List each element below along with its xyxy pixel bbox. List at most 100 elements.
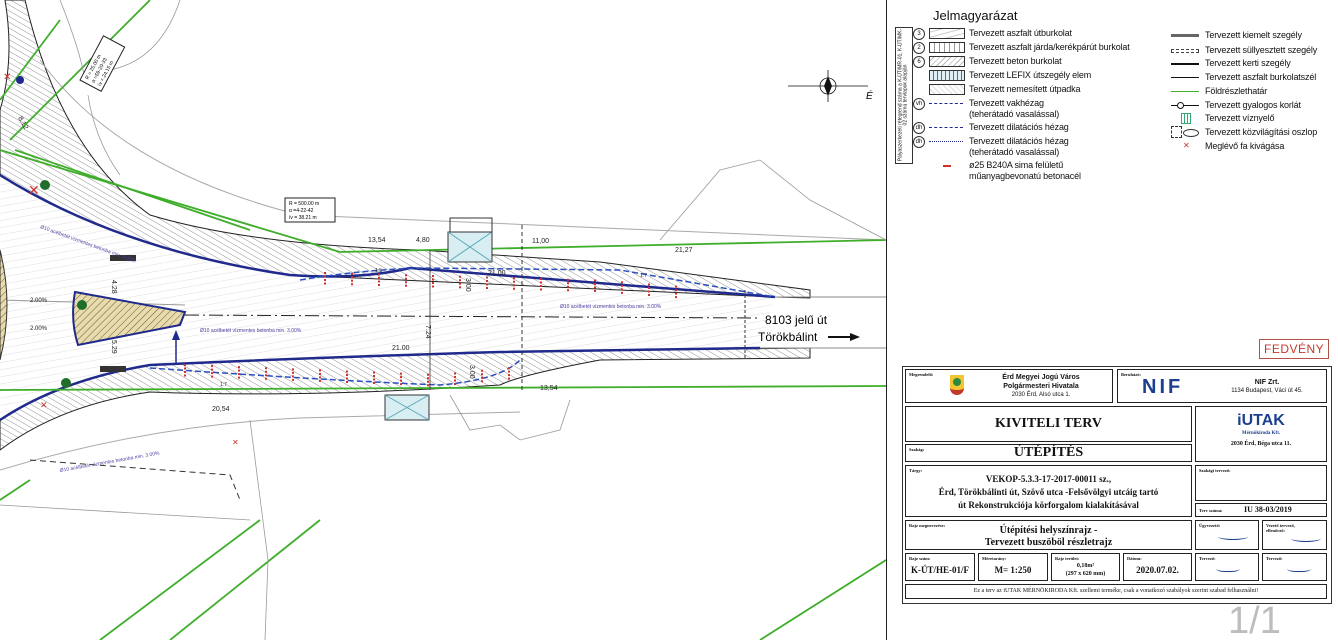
drawing-line — [0, 149, 341, 253]
drainage-lower — [100, 366, 126, 372]
drawing-label: 4,80 — [416, 237, 430, 244]
page-counter: 1/1 — [1228, 600, 1281, 642]
drawing-label: 11,00 — [532, 238, 549, 245]
legend-symbol — [1171, 58, 1201, 69]
legend-item: ø25 B240A sima felületű műanyagbevonatú … — [913, 160, 1081, 182]
slope-note: Ø10 acélbetét vízmentes betonba min. 3.0… — [200, 328, 302, 334]
legend-item: Tervezett LEFIX útszegély elem — [913, 70, 1091, 81]
drawing-line — [0, 411, 521, 471]
splitter-island — [72, 290, 187, 347]
bay-upper-edge — [299, 267, 776, 298]
tree-icon — [61, 378, 71, 388]
legend: Jelmagyarázat Pályaszerkezeti rétegrend … — [893, 0, 1338, 190]
legend-item: Tervezett közvilágítási oszlop — [1171, 126, 1317, 138]
drawing-name-cell: Rajz megnevezése: Útépítési helyszínrajz… — [905, 520, 1192, 550]
title-block: Megrendelő: Érd Megyei Jogú Város Polgár… — [902, 366, 1332, 604]
legend-symbol: dh — [913, 136, 965, 148]
tree-removal-icon: ✕ — [232, 438, 239, 447]
layer-number-icon: dh — [913, 122, 925, 134]
legend-item: Tervezett kerti szegély — [1171, 58, 1291, 69]
gully-icon — [16, 76, 24, 84]
legend-symbol — [1171, 45, 1201, 56]
slope-note: Ø10 acélbetét vízmentes betonba min. 3.0… — [59, 450, 160, 474]
tree-removal-icon: ✕ — [28, 182, 40, 198]
drawing-line — [850, 333, 860, 341]
drawing-label: 21.00 — [392, 345, 410, 352]
legend-item: Tervezett kiemelt szegély — [1171, 30, 1302, 41]
iutak-logo: iUTAK — [1237, 412, 1285, 429]
stamp-fedveny: FEDVÉNY — [1259, 339, 1330, 359]
dowel-marks — [184, 272, 677, 388]
direction-arrow — [828, 333, 860, 341]
drawing-label: 1:7 — [640, 273, 647, 279]
legend-symbol: ✕ — [1183, 141, 1190, 150]
lower-curb-line — [0, 346, 761, 422]
legend-item: Tervezett nemesített útpadka — [913, 84, 1081, 95]
plan-number-cell: Terv száma: IU 38-03/2019 — [1195, 503, 1327, 517]
drawing-label: 1:5 — [375, 268, 382, 274]
legend-item: Földrészlethatár — [1171, 86, 1267, 97]
drawing-label: 3.00 — [468, 365, 475, 379]
drawing-line — [79, 35, 126, 92]
drawing-label: R = 500.00 m — [289, 201, 319, 207]
drawing-number-cell: Rajz szám: K-ÚT/HE-01/F — [905, 553, 975, 581]
drawing-line — [284, 197, 336, 223]
legend-symbol — [913, 84, 965, 95]
legend-symbol: 6 — [913, 56, 965, 68]
chief-signature-cell: Ügyvezető: — [1195, 520, 1259, 550]
layer-number-icon: vh — [913, 98, 925, 110]
upper-sidewalk — [0, 0, 811, 299]
legend-item: Tervezett süllyesztett szegély — [1171, 45, 1317, 56]
drawing-label: α =4-22-42 — [289, 208, 314, 214]
designer-company-cell: iUTAK Mérnökiroda Kft. 2030 Érd, Béga ut… — [1195, 406, 1327, 462]
plan-type: KIVITELI TERV — [905, 406, 1192, 442]
drawing-line — [0, 385, 886, 391]
drawing-label: 21.00 — [488, 270, 506, 277]
drawing-line — [169, 519, 321, 640]
property-dashed — [29, 459, 241, 501]
legend-item: ✕Meglévő fa kivágása — [1171, 141, 1284, 152]
legend-symbol — [1171, 30, 1201, 41]
drawing-label: 1:7 — [220, 382, 227, 388]
discipline-cell: Szakág: ÚTÉPÍTÉS — [905, 444, 1192, 462]
drawing-label: É — [866, 89, 873, 102]
drawing-line: 13,54 4,80 11,00 21,27 21.00 21.00 7.24 … — [16, 116, 692, 414]
legend-symbol — [913, 70, 965, 81]
layer-number-icon: 6 — [913, 56, 925, 68]
drawing-label: 4.28 — [110, 280, 117, 294]
legend-symbol — [913, 160, 965, 171]
legend-symbol: 3 — [913, 28, 965, 40]
area-cell: Rajz terület: 0,18m² (297 x 620 mm) — [1051, 553, 1120, 581]
signature — [1287, 564, 1311, 572]
drawing-label: ív = 38.21 m — [289, 215, 317, 221]
legend-symbol: 2 — [913, 42, 965, 54]
drawing-label: 21,27 — [675, 247, 693, 254]
date-cell: Dátum: 2020.07.02. — [1123, 553, 1192, 581]
tree-removal-icon: ✕ — [3, 72, 11, 83]
drawing-label: 2.00% — [30, 326, 48, 332]
legend-item: Tervezett víznyelő — [1171, 113, 1274, 124]
legend-symbol — [1171, 126, 1201, 138]
drawing-line — [449, 217, 493, 233]
client-cell: Megrendelő: Érd Megyei Jogú Város Polgár… — [905, 369, 1113, 403]
legend-symbol — [1171, 86, 1201, 97]
specialist-cell: Szakági tervező: — [1195, 465, 1327, 501]
designer-2-signature-cell: Tervező: — [1262, 553, 1327, 581]
legend-symbol — [1171, 72, 1201, 83]
copyright-footer: Ez a terv az iUTAK MÉRNÖKIRODA Kft. szel… — [905, 584, 1327, 599]
drawing-label: 7.24 — [424, 325, 431, 339]
scale-cell: Méretarány: M= 1:250 — [978, 553, 1048, 581]
drawing-label: 13,54 — [540, 385, 558, 392]
roundabout-island — [0, 249, 8, 361]
layer-number-icon: 3 — [913, 28, 925, 40]
site-plan-drawing: ✕ ✕ ✕ ✕ R = 500.00 m α =4-22-42 ív = 38.… — [0, 0, 886, 640]
upper-curb-line — [0, 173, 776, 299]
legend-item: Tervezett gyalogos korlát — [1171, 100, 1301, 111]
drawing-line — [449, 394, 571, 441]
subject-cell: Tárgy: VEKOP-5.3.3-17-2017-00011 sz., Ér… — [905, 465, 1192, 517]
drawing-line — [824, 76, 832, 96]
